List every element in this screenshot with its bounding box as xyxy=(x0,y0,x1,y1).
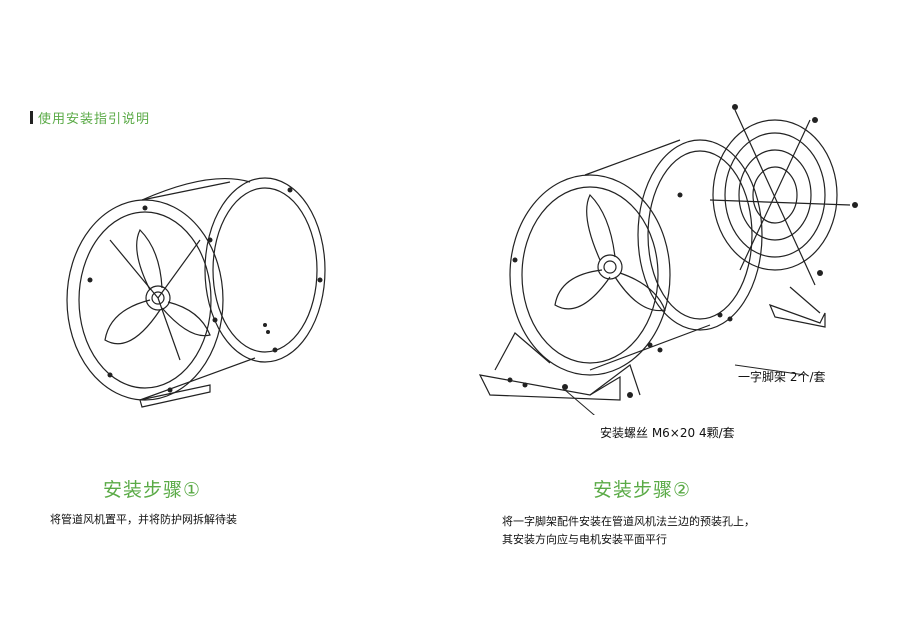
bracket-callout: 一字脚架 2个/套 xyxy=(738,370,826,384)
section-header: 使用安装指引说明 xyxy=(30,108,150,127)
step-1-description-line: 将管道风机置平，并将防护网拆解待装 xyxy=(50,513,237,526)
bolts-callout: 安装螺丝 M6×20 4颗/套 xyxy=(600,426,735,440)
section-title: 使用安装指引说明 xyxy=(38,112,151,127)
fan-illustration-step-2 xyxy=(478,104,858,415)
step-2-description-line-1: 将一字脚架配件安装在管道风机法兰边的预装孔上， xyxy=(502,515,755,528)
step-2-description: 将一字脚架配件安装在管道风机法兰边的预装孔上， 其安装方向应与电机安装平面平行 xyxy=(502,513,755,549)
step-1-title: 安装步骤① xyxy=(103,479,202,501)
step-1-description: 将管道风机置平，并将防护网拆解待装 xyxy=(50,511,237,529)
step-2-title: 安装步骤② xyxy=(593,479,692,501)
step-2-description-line-2: 其安装方向应与电机安装平面平行 xyxy=(502,533,667,546)
header-marker xyxy=(30,111,33,124)
fan-illustration-step-1 xyxy=(66,177,326,408)
